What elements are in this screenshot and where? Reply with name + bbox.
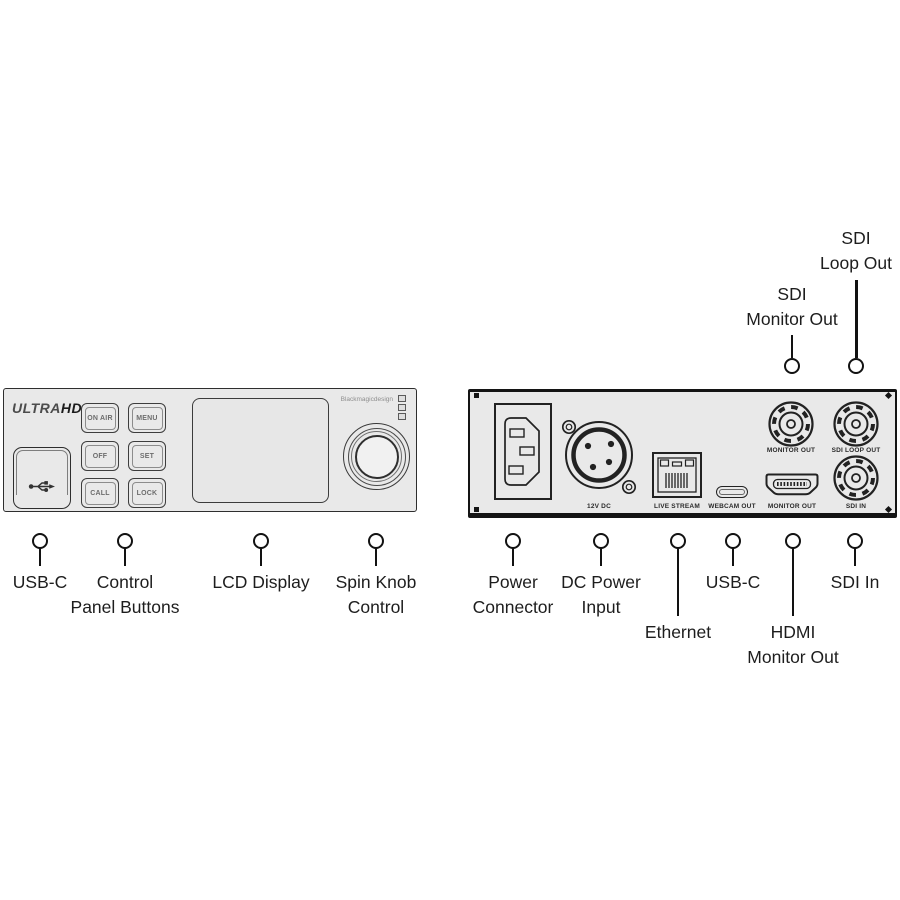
port-label-sdi-loop-out: SDI LOOP OUT [831, 447, 881, 454]
bnc-monitor-out-icon [768, 401, 814, 447]
callout-line [123, 548, 127, 566]
led-indicator [398, 395, 406, 402]
callout-marker [32, 533, 48, 549]
button-call-label: CALL [84, 481, 116, 505]
callout-label: Monitor Out [747, 647, 839, 667]
callout-label: USB-C [705, 572, 761, 592]
port-label-12v-dc: 12V DC [587, 503, 611, 510]
dc-power-xlr-icon [561, 419, 637, 495]
callout-label: HDMI [770, 622, 816, 642]
callout-marker [670, 533, 686, 549]
callout-marker [117, 533, 133, 549]
corner-notch [884, 391, 893, 400]
callout-label: USB-C [12, 572, 68, 592]
callout-line [853, 548, 857, 566]
corner-notch [474, 507, 479, 512]
bnc-sdi-in-icon [833, 455, 879, 501]
button-set-label: SET [131, 444, 163, 468]
callout-marker [784, 358, 800, 374]
callout-marker [785, 533, 801, 549]
callout-label: Connector [472, 597, 554, 617]
port-label-webcam-out: WEBCAM OUT [708, 503, 756, 510]
callout-line [790, 335, 794, 358]
callout-marker [253, 533, 269, 549]
usb-icon [28, 481, 55, 492]
lcd-display [192, 398, 329, 503]
logo-ultra: ULTRA [12, 400, 61, 416]
callout-line [676, 548, 680, 616]
front-usbc-port [13, 447, 71, 509]
front-panel-device: ULTRAHD ON AIR MENU OFF SET CALL LOCK Bl… [3, 388, 417, 512]
led-indicator [398, 413, 406, 420]
button-menu: MENU [128, 403, 166, 433]
callout-marker [848, 358, 864, 374]
callout-line [791, 548, 795, 616]
callout-label: SDI In [830, 572, 880, 592]
callout-line [854, 280, 858, 358]
callout-marker [725, 533, 741, 549]
button-off: OFF [81, 441, 119, 471]
hdmi-port-icon [765, 473, 819, 496]
callout-label: Ethernet [644, 622, 712, 642]
port-label-hdmi-monitor-out: MONITOR OUT [767, 503, 817, 510]
callout-line [259, 548, 263, 566]
button-on-air-label: ON AIR [84, 406, 116, 430]
ethernet-port-icon [652, 452, 702, 498]
spin-knob [343, 423, 410, 490]
callout-marker [505, 533, 521, 549]
button-lock-label: LOCK [131, 481, 163, 505]
callout-line [599, 548, 603, 566]
callout-label: Power [488, 572, 538, 592]
ultrahd-logo: ULTRAHD [12, 400, 82, 416]
callout-line [731, 548, 735, 566]
rear-panel-device: 12V DC LIVE STREAM WEBCAM OUT MONITOR OU… [468, 389, 897, 518]
callout-label: Control [347, 597, 405, 617]
button-call: CALL [81, 478, 119, 508]
usbc-keycap-bevel [16, 450, 68, 495]
button-on-air: ON AIR [81, 403, 119, 433]
button-set: SET [128, 441, 166, 471]
callout-line [511, 548, 515, 566]
corner-notch [474, 393, 479, 398]
port-label-live-stream: LIVE STREAM [654, 503, 700, 510]
callout-label: SDI [777, 284, 807, 304]
button-menu-label: MENU [131, 406, 163, 430]
callout-label: SDI [841, 228, 871, 248]
callout-label: Loop Out [820, 253, 892, 273]
callout-label: Control [96, 572, 154, 592]
callout-label: Input [581, 597, 621, 617]
callout-label: Panel Buttons [70, 597, 180, 617]
callout-label: Monitor Out [746, 309, 838, 329]
button-lock: LOCK [128, 478, 166, 508]
callout-line [374, 548, 378, 566]
status-leds [398, 395, 406, 422]
button-off-label: OFF [84, 444, 116, 468]
callout-label: LCD Display [212, 572, 310, 592]
callout-line [38, 548, 42, 566]
port-label-sdi-in: SDI IN [845, 503, 867, 510]
spin-knob-face [354, 434, 399, 479]
logo-hd: HD [60, 400, 83, 416]
callout-marker [593, 533, 609, 549]
port-label-bnc-monitor-out: MONITOR OUT [766, 447, 816, 454]
rear-usbc-port-icon [716, 486, 748, 498]
led-indicator [398, 404, 406, 411]
callout-marker [368, 533, 384, 549]
blackmagicdesign-logo: Blackmagicdesign [340, 396, 393, 403]
power-inlet-icon [494, 403, 552, 500]
callout-label: Spin Knob [335, 572, 417, 592]
callout-label: DC Power [561, 572, 641, 592]
callout-marker [847, 533, 863, 549]
bnc-sdi-loop-out-icon [833, 401, 879, 447]
